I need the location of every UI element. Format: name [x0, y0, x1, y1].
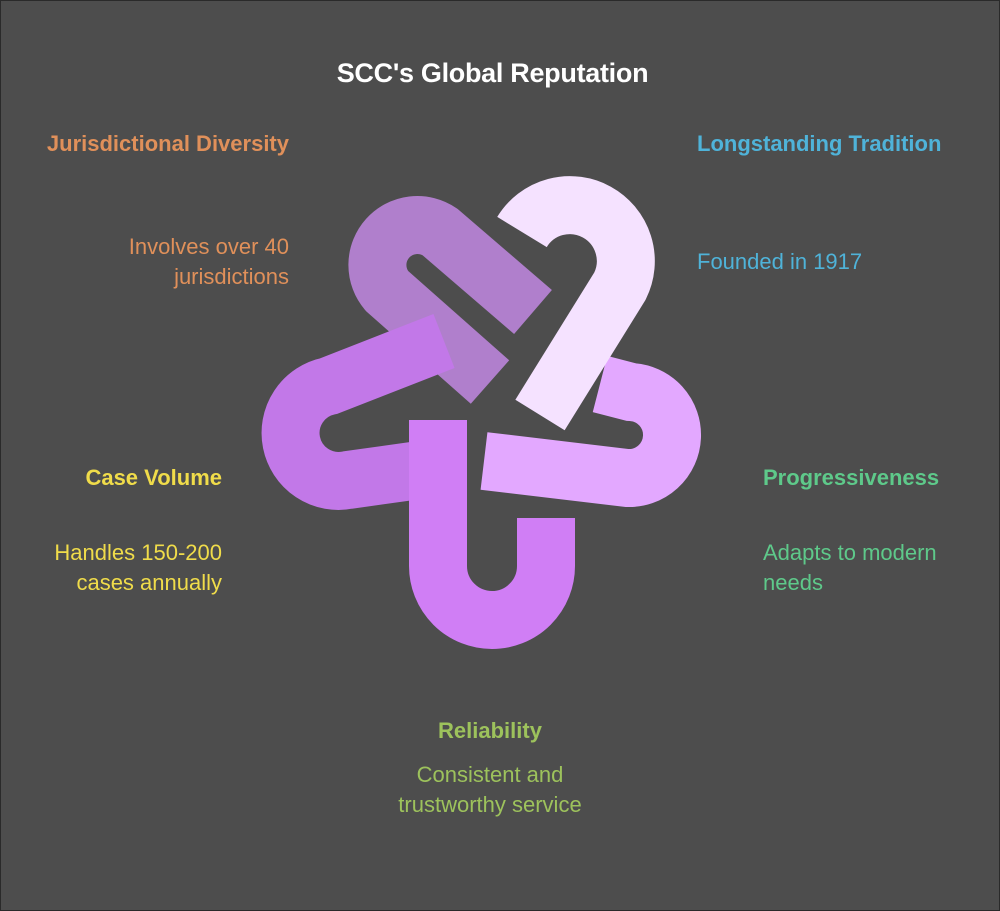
- progressiveness-description: Adapts to modern needs: [763, 538, 993, 598]
- jurisdictional-diversity-description: Involves over 40 jurisdictions: [29, 232, 289, 292]
- case-volume-heading: Case Volume: [2, 463, 222, 493]
- progressiveness-heading: Progressiveness: [763, 463, 993, 493]
- case-volume-description: Handles 150-200 cases annually: [2, 538, 222, 598]
- jurisdictional-diversity-heading: Jurisdictional Diversity: [29, 129, 289, 159]
- longstanding-tradition-description: Founded in 1917: [697, 247, 957, 277]
- longstanding-tradition-heading: Longstanding Tradition: [697, 129, 957, 159]
- reliability-description: Consistent and trustworthy service: [390, 760, 590, 820]
- reliability-heading: Reliability: [390, 716, 590, 746]
